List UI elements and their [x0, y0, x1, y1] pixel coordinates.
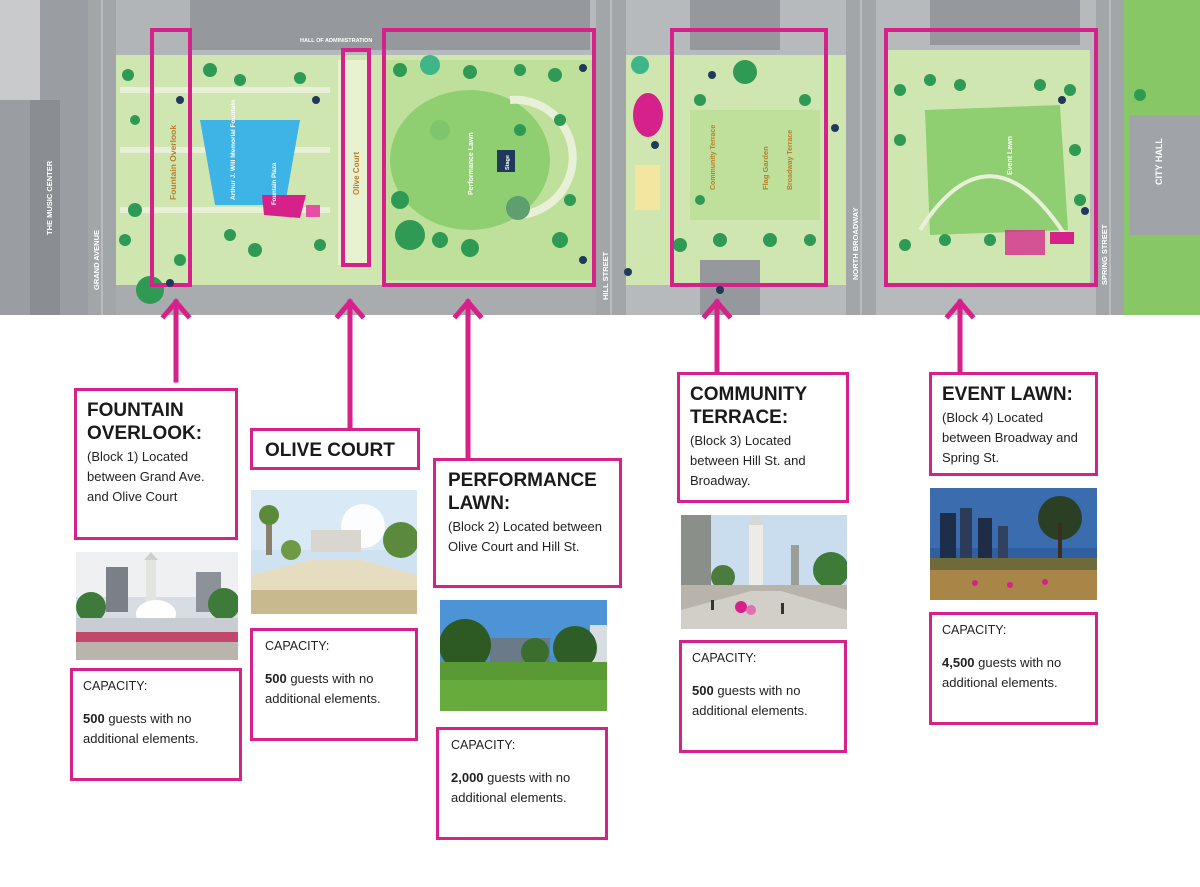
olive-court-capacity-box: CAPACITY: 500 guests with no additional …: [250, 628, 418, 741]
olive-court-photo: [251, 490, 417, 614]
spring-street-label: SPRING STREET: [1100, 224, 1109, 285]
event-lawn-photo: [930, 488, 1097, 600]
area-description: (Block 1) Located between Grand Ave. and…: [87, 449, 205, 504]
event-lawn-card: EVENT LAWN: (Block 4) Located between Br…: [929, 372, 1098, 476]
capacity-text: 4,500 guests with no additional elements…: [942, 655, 1062, 690]
capacity-text: 500 guests with no additional elements.: [83, 711, 199, 746]
fountain-overlook-map-label: Fountain Overlook: [168, 125, 178, 200]
hill-street-label: HILL STREET: [601, 251, 610, 300]
area-description: (Block 3) Located between Hill St. and B…: [690, 433, 806, 488]
area-description: (Block 2) Located between Olive Court an…: [448, 519, 602, 554]
area-title: PERFORMANCE LAWN:: [448, 470, 597, 514]
capacity-text: 500 guests with no additional elements.: [692, 683, 808, 718]
community-terrace-card: COMMUNITY TERRACE: (Block 3) Located bet…: [677, 372, 849, 503]
capacity-text: 500 guests with no additional elements.: [265, 671, 381, 706]
hall-of-admin-label: HALL OF ADMINISTRATION: [300, 38, 372, 44]
performance-lawn-photo: [440, 600, 607, 711]
grand-avenue-label: GRAND AVENUE: [92, 230, 101, 290]
performance-lawn-map-label: Performance Lawn: [468, 132, 475, 195]
capacity-label: CAPACITY:: [451, 738, 516, 752]
olive-court-map-label: Olive Court: [352, 152, 361, 195]
area-title: OLIVE COURT: [265, 440, 395, 461]
capacity-label: CAPACITY:: [692, 651, 757, 665]
area-title: EVENT LAWN:: [942, 384, 1073, 405]
area-title: FOUNTAIN OVERLOOK:: [87, 400, 203, 444]
north-broadway-label: NORTH BROADWAY: [851, 207, 860, 280]
capacity-label: CAPACITY:: [265, 639, 330, 653]
area-description: (Block 4) Located between Broadway and S…: [942, 410, 1078, 465]
fountain-plaza-map-label: Fountain Plaza: [272, 162, 278, 205]
fountain-overlook-card: FOUNTAIN OVERLOOK: (Block 1) Located bet…: [74, 388, 238, 540]
performance-lawn-card: PERFORMANCE LAWN: (Block 2) Located betw…: [433, 458, 622, 588]
capacity-label: CAPACITY:: [83, 679, 148, 693]
performance-lawn-capacity-box: CAPACITY: 2,000 guests with no additiona…: [436, 727, 608, 840]
olive-court-card: OLIVE COURT: [250, 428, 420, 470]
event-lawn-capacity-box: CAPACITY: 4,500 guests with no additiona…: [929, 612, 1098, 725]
flag-garden-map-label: Flag Garden: [761, 146, 770, 190]
fountain-photo: [76, 552, 238, 660]
city-hall-label: CITY HALL: [1154, 138, 1164, 185]
stage-map-label: Stage: [505, 155, 511, 170]
event-lawn-map-label: Event Lawn: [1007, 136, 1014, 175]
memorial-fountain-map-label: Arthur J. Will Memorial Fountain: [230, 100, 237, 200]
capacity-text: 2,000 guests with no additional elements…: [451, 770, 571, 805]
park-map: THE MUSIC CENTER GRAND AVENUE HILL STREE…: [0, 0, 1200, 315]
community-terrace-photo: [681, 515, 847, 629]
area-title: COMMUNITY TERRACE:: [690, 384, 808, 428]
community-terrace-capacity-box: CAPACITY: 500 guests with no additional …: [679, 640, 847, 753]
capacity-label: CAPACITY:: [942, 623, 1007, 637]
community-terrace-map-label: Community Terrace: [710, 125, 717, 190]
fountain-overlook-capacity-box: CAPACITY: 500 guests with no additional …: [70, 668, 242, 781]
broadway-terrace-map-label: Broadway Terrace: [787, 130, 794, 190]
music-center-label: THE MUSIC CENTER: [45, 160, 54, 235]
